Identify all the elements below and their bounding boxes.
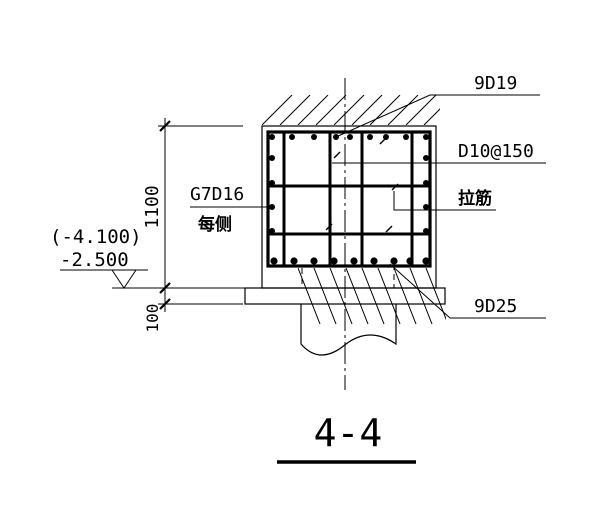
each-side-label: 每侧 — [198, 214, 232, 235]
height-dim-label: 1100 — [142, 185, 163, 228]
side-rebar-dots — [269, 155, 429, 234]
tie-bar-leader — [393, 191, 496, 211]
bottom-rebar-leader — [389, 263, 546, 319]
tie-bar-label: 拉筋 — [458, 188, 492, 209]
bottom-rebar-dots — [270, 257, 430, 265]
outer-stirrup — [266, 130, 432, 268]
hook-marks — [325, 137, 399, 233]
elevation-paren-label: (-4.100) — [50, 226, 142, 248]
bottom-rebar-label: 9D25 — [474, 296, 517, 317]
side-rebar-label: G7D16 — [190, 184, 244, 205]
elevation-marker — [60, 269, 245, 289]
stirrup-label: D10@150 — [458, 141, 534, 162]
bottom-dim-label: 100 — [143, 304, 162, 333]
elevation-label: -2.500 — [60, 249, 129, 271]
top-rebar-label: 9D19 — [474, 73, 517, 94]
section-title: 4-4 — [314, 411, 383, 455]
pile — [300, 304, 397, 356]
bottom-soil-hatch — [298, 268, 446, 324]
top-soil-hatch — [262, 95, 440, 125]
pile-cap-dashed — [301, 265, 395, 289]
top-rebar-dots — [269, 134, 429, 140]
top-rebar-leader — [335, 94, 540, 138]
